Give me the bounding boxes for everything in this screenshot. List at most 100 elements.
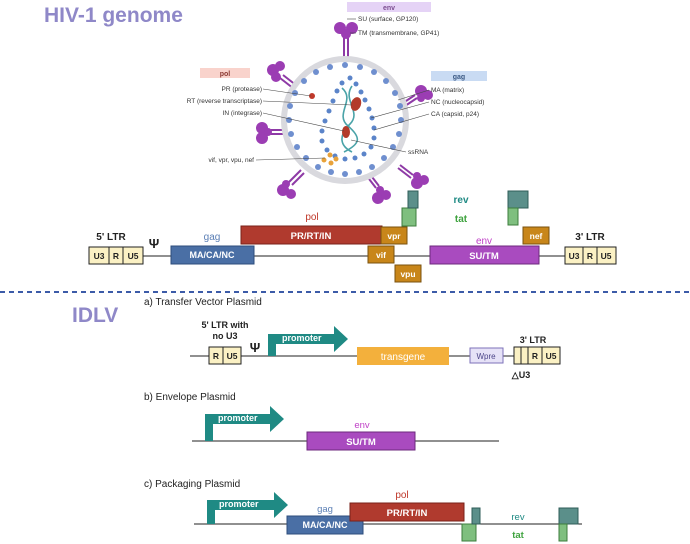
transfer-ltr3-u5-label: U5	[546, 351, 557, 361]
packaging-rev-exon1	[471, 507, 481, 525]
env-header: env	[383, 5, 395, 12]
envelope-env-box	[306, 431, 416, 451]
capsid-core	[319, 75, 377, 162]
transgene-label: transgene	[381, 352, 426, 363]
ssrna-strand-2	[341, 87, 359, 153]
label-su: SU (surface, GP120)	[358, 16, 418, 23]
packaging-gag-box-label: MA/CA/NC	[303, 520, 348, 530]
transfer-ltr3-u5	[541, 346, 561, 365]
label-tm: TM (transmembrane, GP41)	[358, 30, 439, 37]
packaging-pol-box-label: PR/RT/IN	[387, 508, 428, 519]
pol-header: pol	[220, 71, 231, 78]
wpre-box	[469, 347, 504, 364]
label-rt: RT (reverse transcriptase)	[187, 98, 262, 105]
ltr3-u5-label: U5	[601, 251, 612, 261]
transfer-ltr5-line1: 5' LTR with	[202, 320, 249, 330]
psi-label: Ψ	[149, 236, 160, 251]
gag-label: gag	[204, 232, 221, 243]
transfer-psi: Ψ	[250, 340, 261, 355]
transfer-promoter-arrow	[268, 326, 348, 356]
virion-illustration	[256, 22, 433, 204]
delta-u3-label: △U3	[511, 370, 530, 380]
tat-label: tat	[455, 214, 468, 225]
ltr5-label: 5' LTR	[96, 232, 126, 243]
rev-exon2	[507, 190, 529, 209]
vpr-box	[380, 226, 408, 245]
packaging-rev-label: rev	[511, 512, 524, 523]
ssrna-strand-1	[341, 85, 355, 153]
ltr5-u5-label: U5	[128, 251, 139, 261]
main-title: HIV-1 genome	[44, 4, 183, 27]
gag-box-label: MA/CA/NC	[190, 250, 235, 260]
envelope-plasmid: b) Envelope Plasmid promoter env SU/TM	[144, 392, 499, 451]
vpu-box	[394, 264, 422, 283]
accessory-proteins	[321, 152, 339, 166]
ltr3-r-label: R	[587, 251, 593, 261]
label-ca: CA (capsid, p24)	[431, 111, 479, 118]
reverse-transcriptase	[350, 97, 362, 111]
vpu-label: vpu	[400, 269, 415, 279]
label-in: IN (integrase)	[223, 110, 262, 117]
transfer-ltr5-u5-label: U5	[227, 351, 238, 361]
transfer-vector-label: a) Transfer Vector Plasmid	[144, 297, 262, 308]
vpr-label: vpr	[387, 231, 401, 241]
transfer-ltr3-label: 3' LTR	[520, 335, 547, 345]
label-ma: MA (matrix)	[431, 87, 464, 94]
env-label: env	[476, 236, 492, 247]
protease	[309, 93, 315, 99]
transgene-box	[357, 347, 449, 365]
vif-box	[367, 245, 395, 264]
envelope-plasmid-label: b) Envelope Plasmid	[144, 392, 236, 403]
packaging-tat-label: tat	[512, 530, 524, 541]
tat-exon1	[401, 207, 417, 227]
rev-exon1	[407, 190, 419, 209]
env-header-bg	[347, 2, 431, 12]
wpre-label: Wpre	[476, 352, 496, 361]
envelope-promoter-arrow	[205, 406, 284, 441]
gag-box	[170, 245, 255, 265]
pol-box-label: PR/RT/IN	[291, 231, 332, 242]
transfer-ltr3-r-label: R	[532, 351, 538, 361]
transfer-ltr5-u5	[222, 346, 242, 365]
pol-header-bg	[200, 68, 250, 78]
packaging-promoter-label: promoter	[219, 499, 259, 509]
env-box	[429, 245, 540, 265]
pol-label: pol	[305, 212, 318, 223]
transfer-vector-plasmid: a) Transfer Vector Plasmid 5' LTR with n…	[144, 297, 561, 380]
packaging-rev-exon2	[558, 507, 579, 525]
matrix-protein-ring	[286, 62, 404, 177]
transfer-ltr5-r-label: R	[213, 351, 219, 361]
hiv1-genome-map: 5' LTR U3 R U5 Ψ gag MA/CA/NC pol PR/RT/…	[88, 190, 617, 283]
gag-header: gag	[453, 74, 465, 81]
packaging-pol-box	[349, 502, 465, 522]
transfer-promoter-label: promoter	[282, 333, 322, 343]
label-accessory: vif, vpr, vpu, nef	[208, 157, 254, 164]
label-ssrna: ssRNA	[408, 149, 429, 156]
ltr5-u5	[122, 246, 144, 265]
ltr5-r-label: R	[113, 251, 119, 261]
packaging-plasmid-label: c) Packaging Plasmid	[144, 479, 240, 490]
packaging-tat-exon2	[558, 523, 568, 542]
packaging-promoter-arrow	[207, 492, 288, 524]
envelope-env-label: env	[354, 420, 370, 431]
rev-label: rev	[453, 195, 468, 206]
packaging-gag-box	[286, 515, 364, 535]
envelope-promoter-label: promoter	[218, 413, 258, 423]
packaging-gag-label: gag	[317, 504, 333, 515]
packaging-plasmid: c) Packaging Plasmid promoter gag MA/CA/…	[144, 479, 582, 542]
ltr3-u3-label: U3	[569, 251, 580, 261]
ltr3-u5	[596, 246, 617, 265]
packaging-tat-exon1	[461, 523, 477, 542]
virion-leader-lines	[255, 18, 430, 161]
envelope-spike-heads	[256, 22, 433, 204]
viral-interior	[287, 62, 403, 178]
label-pr: PR (protease)	[222, 86, 262, 93]
gag-header-bg	[431, 71, 487, 81]
nef-label: nef	[530, 231, 543, 241]
packaging-pol-label: pol	[395, 490, 408, 501]
label-nc: NC (nucleocapsid)	[431, 99, 484, 106]
transfer-ltr5-line2: no U3	[212, 331, 237, 341]
tat-exon2	[507, 207, 519, 226]
integrase	[342, 126, 350, 138]
